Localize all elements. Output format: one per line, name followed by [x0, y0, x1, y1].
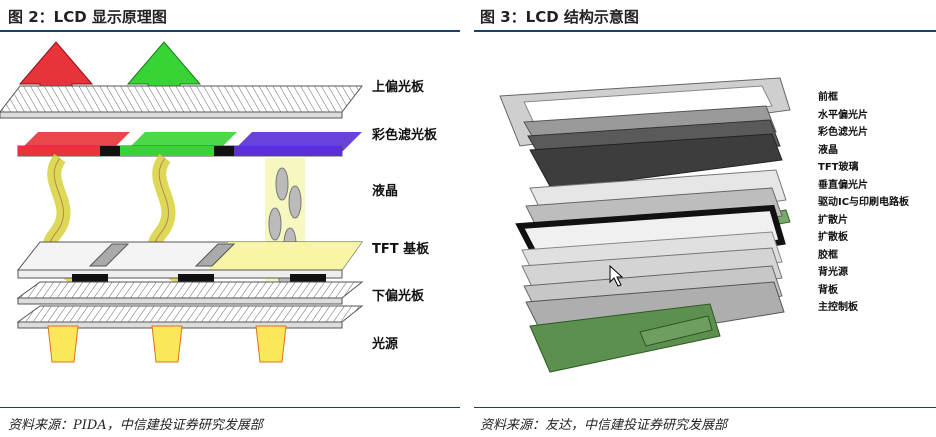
top-polarizer [0, 85, 364, 113]
label-back-plate: 背板 [818, 285, 838, 296]
mouse-cursor-icon [609, 264, 624, 287]
label-vertical-polarizer: 垂直偏光片 [818, 180, 868, 191]
main-control-board [529, 303, 721, 373]
liquid-crystal-sheet [529, 133, 783, 191]
label-tft-substrate: TFT 基板 [372, 242, 430, 257]
label-liquid-crystal: 液晶 [372, 184, 399, 199]
label-tft-glass: TFT玻璃 [818, 162, 859, 173]
right-title-rule [474, 30, 936, 32]
label-backlight: 背光源 [818, 267, 848, 278]
label-color-filter-sheet: 彩色滤光片 [818, 127, 868, 138]
light-source-layer [16, 305, 364, 323]
label-rubber-frame: 胶框 [818, 250, 838, 261]
left-source-note: 资料来源：PIDA，中信建投证券研究发展部 [8, 418, 263, 433]
right-source-rule [474, 407, 936, 408]
label-horizontal-polarizer: 水平偏光片 [818, 110, 868, 121]
label-diffuser-sheet: 扩散片 [818, 215, 848, 226]
label-liquid-crystal-sheet: 液晶 [818, 145, 838, 156]
label-driver-ic-pcb: 驱动IC与印刷电路板 [818, 197, 910, 208]
label-diffuser-plate: 扩散板 [818, 232, 848, 243]
right-figure-title: 图 3：LCD 结构示意图 [480, 8, 639, 26]
label-front-frame: 前框 [818, 92, 838, 103]
lcd-principle-diagram [0, 41, 364, 363]
label-bottom-polarizer: 下偏光板 [372, 289, 425, 304]
label-main-control-board: 主控制板 [818, 302, 858, 313]
light-source-cones [47, 325, 287, 363]
label-light-source: 光源 [372, 337, 399, 352]
left-figure-title: 图 2：LCD 显示原理图 [8, 8, 167, 26]
label-color-filter: 彩色滤光板 [372, 128, 438, 143]
left-source-rule [0, 407, 460, 408]
bottom-polarizer [16, 281, 364, 299]
left-title-rule [0, 30, 460, 32]
label-top-polarizer: 上偏光板 [372, 80, 425, 95]
lcd-structure-diagram [499, 77, 791, 373]
right-source-note: 资料来源：友达，中信建投证券研究发展部 [480, 418, 728, 433]
